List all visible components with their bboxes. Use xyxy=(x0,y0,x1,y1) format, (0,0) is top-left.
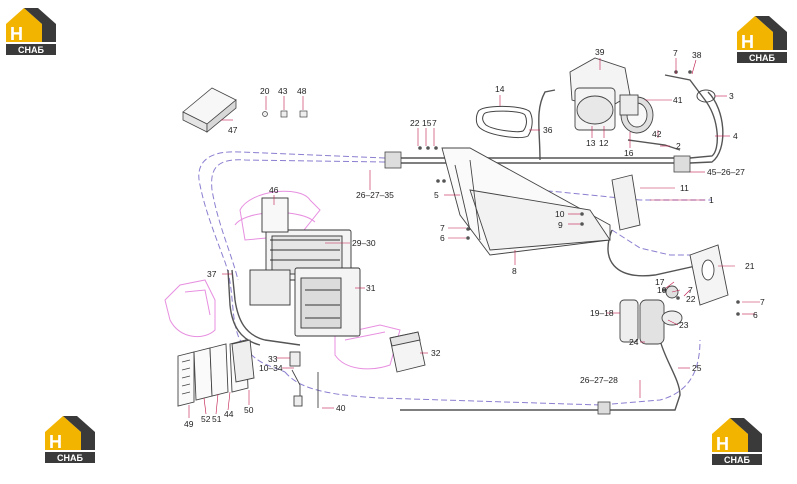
callout-14: 14 xyxy=(495,84,505,94)
svg-text:CHAБ: CHAБ xyxy=(57,453,83,463)
callout-7-b: 7 xyxy=(432,118,437,128)
svg-text:H: H xyxy=(741,32,754,52)
brand-logo-bottom-left: H 3 CHAБ xyxy=(43,412,99,463)
callout-6-b: 6 xyxy=(753,310,758,320)
svg-text:3: 3 xyxy=(734,434,744,454)
callout-45-26-27: 45–26–27 xyxy=(707,167,745,177)
callout-40: 40 xyxy=(336,403,346,413)
callout-46: 46 xyxy=(269,185,279,195)
callout-43: 43 xyxy=(278,86,288,96)
callout-33: 33 xyxy=(268,354,278,364)
filter-stack xyxy=(177,339,255,407)
callout-10-34: 10–34 xyxy=(259,363,283,373)
part-32-filter-box xyxy=(389,331,426,373)
compressor-assembly xyxy=(569,57,654,134)
callout-2: 2 xyxy=(676,141,681,151)
callout-16: 16 xyxy=(624,148,634,158)
callout-38: 38 xyxy=(692,50,702,60)
callout-29-30: 29–30 xyxy=(352,238,376,248)
callout-11: 11 xyxy=(680,183,689,193)
screws xyxy=(418,70,740,316)
callout-32: 32 xyxy=(431,348,441,358)
callout-13: 13 xyxy=(586,138,596,148)
small-parts-20-43-48 xyxy=(262,110,308,118)
callout-21: 21 xyxy=(745,261,755,271)
callout-4: 4 xyxy=(733,131,738,141)
callout-42: 42 xyxy=(652,129,662,139)
hose-lines xyxy=(227,74,724,411)
svg-text:3: 3 xyxy=(28,24,38,44)
svg-text:H: H xyxy=(49,432,62,452)
callout-48: 48 xyxy=(297,86,307,96)
callout-44: 44 xyxy=(224,409,234,419)
svg-text:3: 3 xyxy=(759,32,769,52)
callout-51: 51 xyxy=(212,414,222,424)
svg-text:CHAБ: CHAБ xyxy=(724,455,750,465)
callout-37: 37 xyxy=(207,269,217,279)
callout-7-c: 7 xyxy=(440,223,445,233)
callout-23: 23 xyxy=(679,320,689,330)
callout-6-a: 6 xyxy=(440,233,445,243)
callout-3: 3 xyxy=(729,91,734,101)
callout-12: 12 xyxy=(599,138,609,148)
part-47-block xyxy=(182,87,237,133)
brand-logo-top-right: H 3 CHAБ xyxy=(735,12,791,63)
callout-52: 52 xyxy=(201,414,211,424)
svg-text:H: H xyxy=(10,24,23,44)
callout-15: 15 xyxy=(422,118,432,128)
callout-7-d: 7 xyxy=(688,285,693,295)
leader-lines xyxy=(188,58,760,418)
callout-39: 39 xyxy=(595,47,605,57)
callout-5: 5 xyxy=(434,190,439,200)
svg-text:CHAБ: CHAБ xyxy=(18,45,44,55)
part-8-condenser-panel xyxy=(441,147,611,256)
callout-47: 47 xyxy=(228,125,238,135)
callout-7-e: 7 xyxy=(760,297,765,307)
svg-text:3: 3 xyxy=(67,432,77,452)
callout-22-b: 22 xyxy=(686,294,696,304)
hvac-unit xyxy=(249,197,361,337)
callout-50: 50 xyxy=(244,405,254,415)
callout-17: 17 xyxy=(655,277,665,287)
callout-19-18: 19–18 xyxy=(590,308,614,318)
svg-text:H: H xyxy=(716,434,729,454)
hardware-33-34-40 xyxy=(289,351,319,408)
callout-20: 20 xyxy=(260,86,270,96)
callout-1: 1 xyxy=(709,195,714,205)
part-11-bracket xyxy=(611,174,641,231)
brand-logo-bottom-right: H 3 CHAБ xyxy=(710,414,766,465)
callout-8: 8 xyxy=(512,266,517,276)
callout-36: 36 xyxy=(543,125,553,135)
hose-clips xyxy=(384,151,691,415)
callout-41: 41 xyxy=(673,95,683,105)
callout-24: 24 xyxy=(629,337,639,347)
callout-7-top: 7 xyxy=(673,48,678,58)
callout-10-a: 10 xyxy=(555,209,565,219)
part-21-bracket xyxy=(689,244,729,306)
callout-labels: 47 20 43 48 14 39 7 38 3 41 36 13 12 16 … xyxy=(184,47,765,429)
callout-26-27-35: 26–27–35 xyxy=(356,190,394,200)
svg-text:CHAБ: CHAБ xyxy=(749,53,775,63)
callout-25: 25 xyxy=(692,363,702,373)
callout-49: 49 xyxy=(184,419,194,429)
part-14-gasket xyxy=(475,105,533,139)
receiver-dryer-group xyxy=(619,285,683,345)
callout-10-b: 10 xyxy=(657,285,667,295)
callout-22-top: 22 xyxy=(410,118,420,128)
brand-logo-top-left: H 3 CHAБ xyxy=(4,4,60,55)
callout-31: 31 xyxy=(366,283,376,293)
callout-26-27-28: 26–27–28 xyxy=(580,375,618,385)
callout-9: 9 xyxy=(558,220,563,230)
